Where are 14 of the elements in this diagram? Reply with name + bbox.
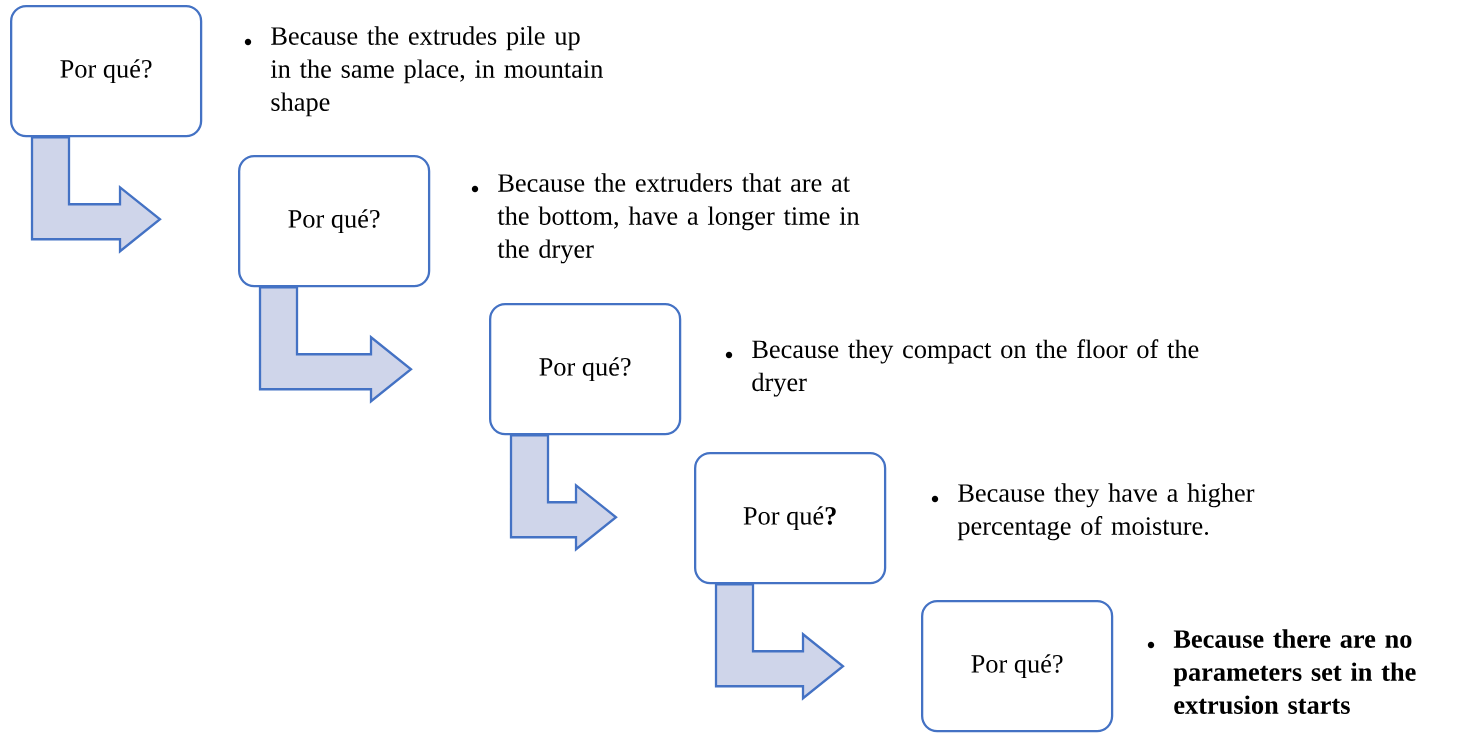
bullet-text: Because they have a higher percentage of moisture. bbox=[957, 483, 1255, 541]
question-box: Por qué? bbox=[489, 303, 682, 436]
bent-arrow bbox=[258, 286, 413, 404]
bullet-text: Because the extruders that are at the bottom, have a longer time in the dryer bbox=[497, 173, 860, 264]
bent-arrow bbox=[509, 434, 618, 552]
question-box: Por qué? bbox=[238, 155, 431, 288]
bullet-text: Because there are no parameters set in the extrusion starts bbox=[1173, 629, 1416, 714]
bullet-text: Because they compact on the floor of the dryer bbox=[752, 339, 1199, 397]
bent-arrow bbox=[30, 136, 162, 254]
bullet-text: Because the extrudes pile up in the same place, in mountain shape bbox=[270, 26, 603, 117]
question-box: Por qué? bbox=[921, 600, 1114, 733]
bent-arrow bbox=[714, 583, 845, 701]
question-box: Por qué? bbox=[694, 452, 887, 585]
question-box: Por qué? bbox=[10, 5, 203, 138]
